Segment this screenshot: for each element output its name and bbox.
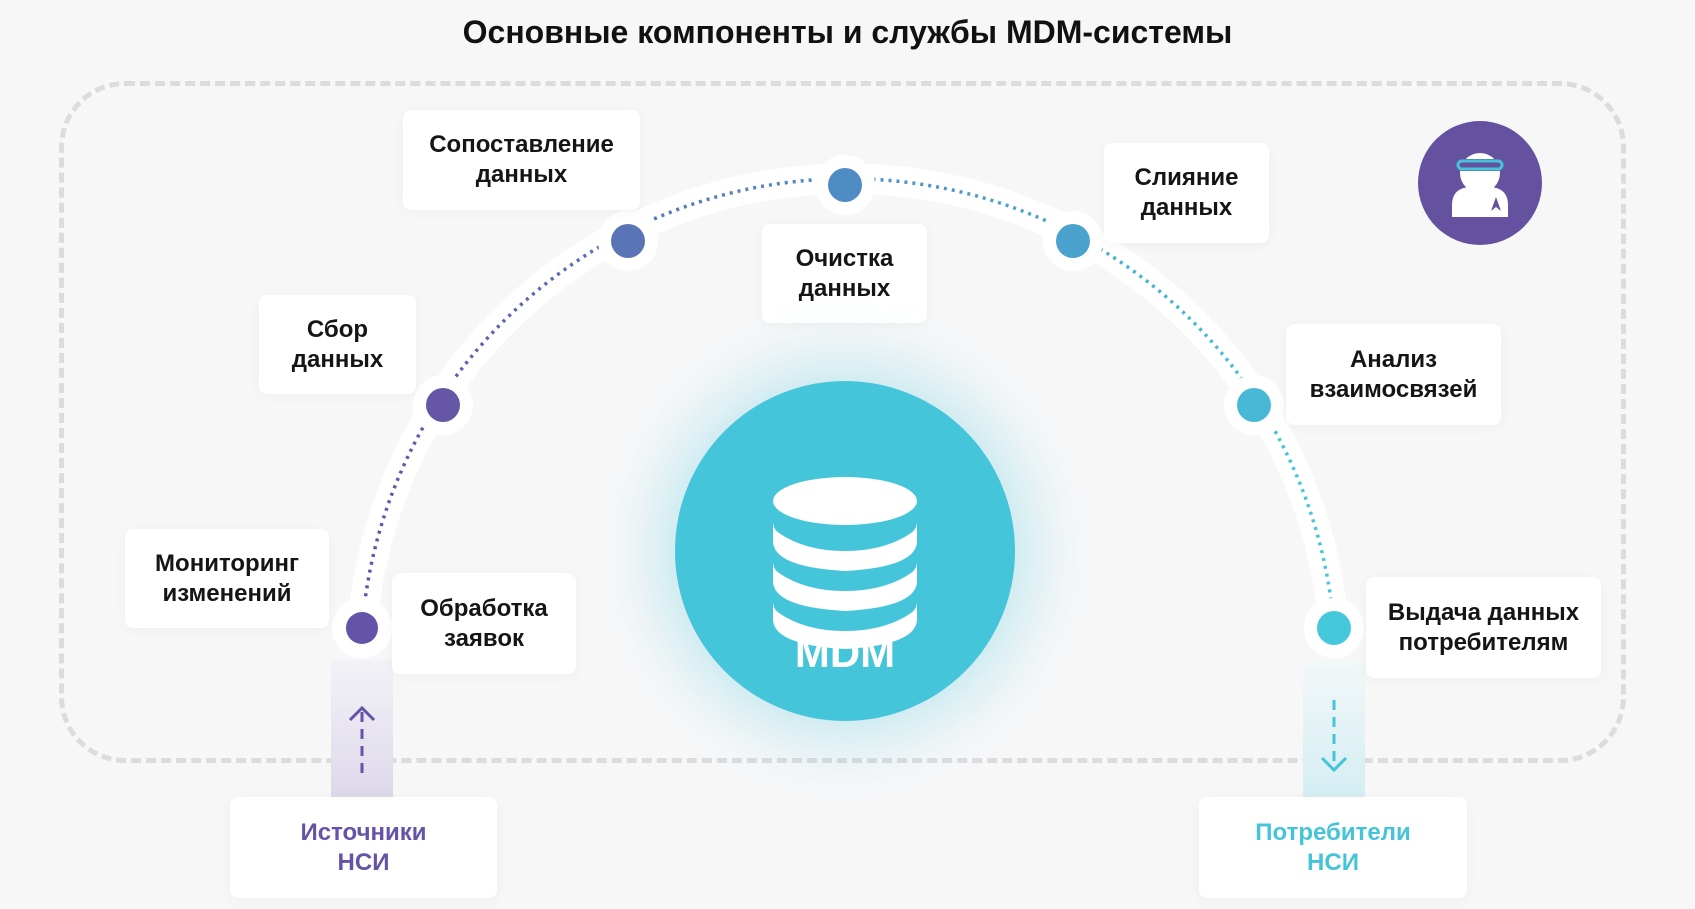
sources-box: Источники НСИ [230,797,497,898]
step-dot [828,168,862,202]
step-data-collection: Сбор данных [259,295,416,394]
mdm-core: MDM [675,381,1015,721]
database-icon [773,477,917,649]
step-dot [1237,388,1271,422]
consumer-strip [1303,660,1365,800]
user-vr-headset-icon [1452,153,1508,217]
down-arrow-icon [1320,700,1348,773]
up-arrow-icon [348,705,376,778]
step-data-matching: Сопоставление данных [403,110,640,210]
step-dots [332,155,1364,658]
step-dot [611,224,645,258]
step-dot [1317,611,1351,645]
step-dot [346,612,378,644]
step-relationship-analysis: Анализ взаимосвязей [1286,324,1501,425]
mdm-label: MDM [794,629,896,676]
step-dot [1056,224,1090,258]
step-monitoring-changes: Мониторинг изменений [125,529,329,628]
diagram-title: Основные компоненты и службы MDM-системы [462,14,1233,50]
step-data-cleansing: Очистка данных [762,224,927,323]
step-data-merging: Слияние данных [1104,143,1269,243]
consumers-box: Потребители НСИ [1199,797,1467,898]
avatar [1418,121,1542,245]
step-dot [426,388,460,422]
step-request-processing: Обработка заявок [392,573,576,674]
step-data-delivery: Выдача данных потребителям [1366,577,1601,678]
system-boundary [59,81,1626,763]
